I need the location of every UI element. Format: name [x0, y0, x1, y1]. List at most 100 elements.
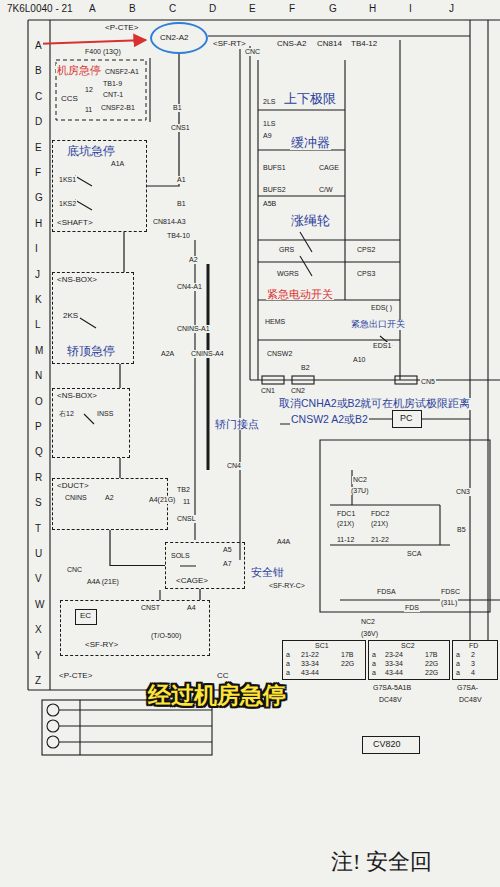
schematic-label: CNINS-A1 [176, 325, 211, 333]
schematic-label: a [371, 651, 377, 659]
schematic-label: INSS [96, 410, 114, 418]
grid-reference: D [208, 3, 217, 14]
grid-reference: D [34, 116, 43, 127]
node-text: EC [80, 612, 91, 621]
schematic-label: BUFS1 [262, 164, 287, 172]
schematic-label: CNSW2 [266, 350, 293, 358]
schematic-label: CN814 [316, 40, 343, 49]
grid-reference: R [34, 472, 43, 483]
grid-reference: F [288, 3, 296, 14]
schematic-label: CN814-A3 [152, 218, 187, 226]
node-text: <DUCT> [57, 482, 89, 491]
schematic-label: 43-44 [300, 669, 320, 677]
schematic-label: SCA [406, 550, 422, 558]
schematic-label: (21X) [370, 520, 389, 528]
grid-reference: I [408, 3, 413, 14]
group-box: <DUCT> [52, 478, 168, 530]
grid-reference: J [34, 269, 41, 280]
schematic-label: SOLS [170, 552, 191, 560]
schematic-label: B5 [456, 526, 467, 534]
schematic-label: 2LS [262, 98, 276, 106]
schematic-label: A4A [276, 538, 291, 546]
schematic-label: A9 [262, 132, 273, 140]
schematic-label: (36V) [360, 630, 379, 638]
schematic-label: GRS [278, 246, 295, 254]
schematic-label: <P-CTE> [58, 672, 93, 681]
schematic-label: WGRS [276, 270, 300, 278]
schematic-label: A5B [262, 200, 277, 208]
schematic-label: (T/O-500) [150, 632, 182, 640]
node-text: PC [400, 414, 413, 424]
schematic-label: a [285, 669, 291, 677]
schematic-label: CNC [66, 566, 83, 574]
schematic-label: FDC2 [370, 510, 390, 518]
schematic-label: 23-24 [384, 651, 404, 659]
schematic-label: CNSF2-A1 [104, 68, 140, 76]
schematic-label: 1LS [262, 120, 276, 128]
schematic-label: 取消CNHA2或B2就可在机房试极限距离 [278, 398, 471, 410]
node-text: CV820 [373, 740, 401, 750]
schematic-label: 涨绳轮 [290, 214, 331, 228]
grid-reference: L [34, 319, 42, 330]
grid-reference: Y [34, 650, 43, 661]
grid-reference: V [34, 573, 43, 584]
grid-reference: S [34, 497, 43, 508]
schematic-label: 11 [84, 106, 93, 114]
schematic-label: CCS [60, 95, 79, 104]
schematic-label: CNINS [64, 494, 88, 502]
wire-connector [110, 530, 165, 566]
schematic-label: 22G [340, 660, 355, 668]
wire-set [28, 20, 500, 755]
schematic-label: 1KS2 [58, 200, 77, 208]
schematic-label: CPS3 [356, 270, 376, 278]
terminal-box: PC [392, 410, 422, 428]
schematic-label: TB2 [176, 486, 191, 494]
node-text: SC1 [315, 642, 329, 650]
schematic-label: (21X) [336, 520, 355, 528]
schematic-label: 21-22 [300, 651, 320, 659]
grid-reference: Q [34, 446, 44, 457]
schematic-label: 紧急出口开关 [350, 320, 406, 330]
schematic-label: HEMS [264, 318, 286, 326]
grid-reference: G [34, 192, 44, 203]
schematic-label: 安全钳 [250, 566, 285, 578]
schematic-label: a [285, 660, 291, 668]
schematic-label: (31L) [440, 599, 458, 607]
schematic-label: 11-12 [336, 536, 355, 544]
grid-reference: M [34, 345, 44, 356]
schematic-label: CAGE [318, 164, 340, 172]
node-text: CN2-A2 [160, 34, 188, 43]
grid-reference: 7K6L0040 - 21 [6, 3, 74, 14]
grid-reference: C [34, 91, 43, 102]
schematic-label: CN4 [226, 462, 242, 470]
schematic-label: 17B [424, 651, 438, 659]
schematic-label: 机房急停 [56, 64, 102, 76]
wire-connector [119, 364, 120, 388]
schematic-label: CNSW2 A2或B2 [290, 414, 369, 426]
schematic-label: CNC [244, 48, 261, 56]
grid-reference: B [34, 65, 43, 76]
grid-reference: E [248, 3, 257, 14]
schematic-label: FDC1 [336, 510, 356, 518]
schematic-label: FDSC [440, 588, 461, 596]
grid-reference: G [328, 3, 338, 14]
grid-reference: T [34, 523, 42, 534]
grid-reference: B [128, 3, 137, 14]
group-box: <CAGE> [165, 542, 245, 589]
grid-reference: F [34, 167, 42, 178]
schematic-label: FDSA [376, 588, 397, 596]
schematic-label: CNSF2-B1 [100, 104, 136, 112]
schematic-label: 11 [182, 498, 191, 506]
schematic-label: 1KS1 [58, 176, 77, 184]
terminal-box: EC [75, 609, 97, 625]
grid-reference: A [34, 40, 43, 51]
wire-connector [123, 232, 124, 272]
wire-connector [119, 458, 120, 478]
red-arrow [34, 40, 146, 44]
schematic-label: 2KS [62, 312, 79, 321]
schematic-label: a [371, 660, 377, 668]
grid-reference: U [34, 548, 43, 559]
node-text: <NS-BOX> [57, 276, 97, 285]
schematic-label: A7 [222, 560, 233, 568]
